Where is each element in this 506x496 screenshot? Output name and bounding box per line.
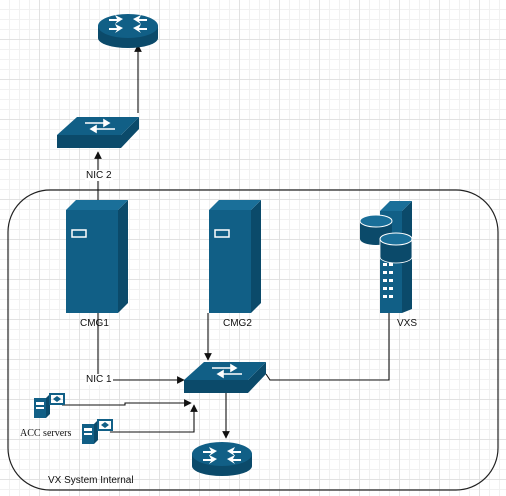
storage-server-icon[interactable] [359,201,413,313]
server-tower-icon[interactable] [209,200,261,313]
router-icon[interactable] [192,442,252,476]
edge-cmg1-to-lower-switch[interactable] [97,313,185,384]
server-tower-icon[interactable] [66,200,128,313]
vx-system-internal-group[interactable] [7,189,499,491]
vxs-label: VXS [397,318,418,329]
edge-vxs-to-lower-switch[interactable] [265,313,390,381]
nic1-label: NIC 1 [85,374,113,385]
router-icon[interactable] [98,14,158,48]
acc-server-icon[interactable] [34,393,65,418]
cmg2-label: CMG2 [223,318,252,329]
acc-server-icon[interactable] [82,419,113,444]
group-label: VX System Internal [48,475,134,486]
edge-acc1-to-lower-switch[interactable] [62,399,192,407]
switch-icon[interactable] [57,117,139,148]
acc-servers-label: ACC servers [20,428,72,439]
switch-icon[interactable] [184,362,266,393]
nic2-label: NIC 2 [85,170,113,181]
cmg1-label: CMG1 [80,318,109,329]
edge-acc2-to-lower-switch[interactable] [110,404,198,433]
